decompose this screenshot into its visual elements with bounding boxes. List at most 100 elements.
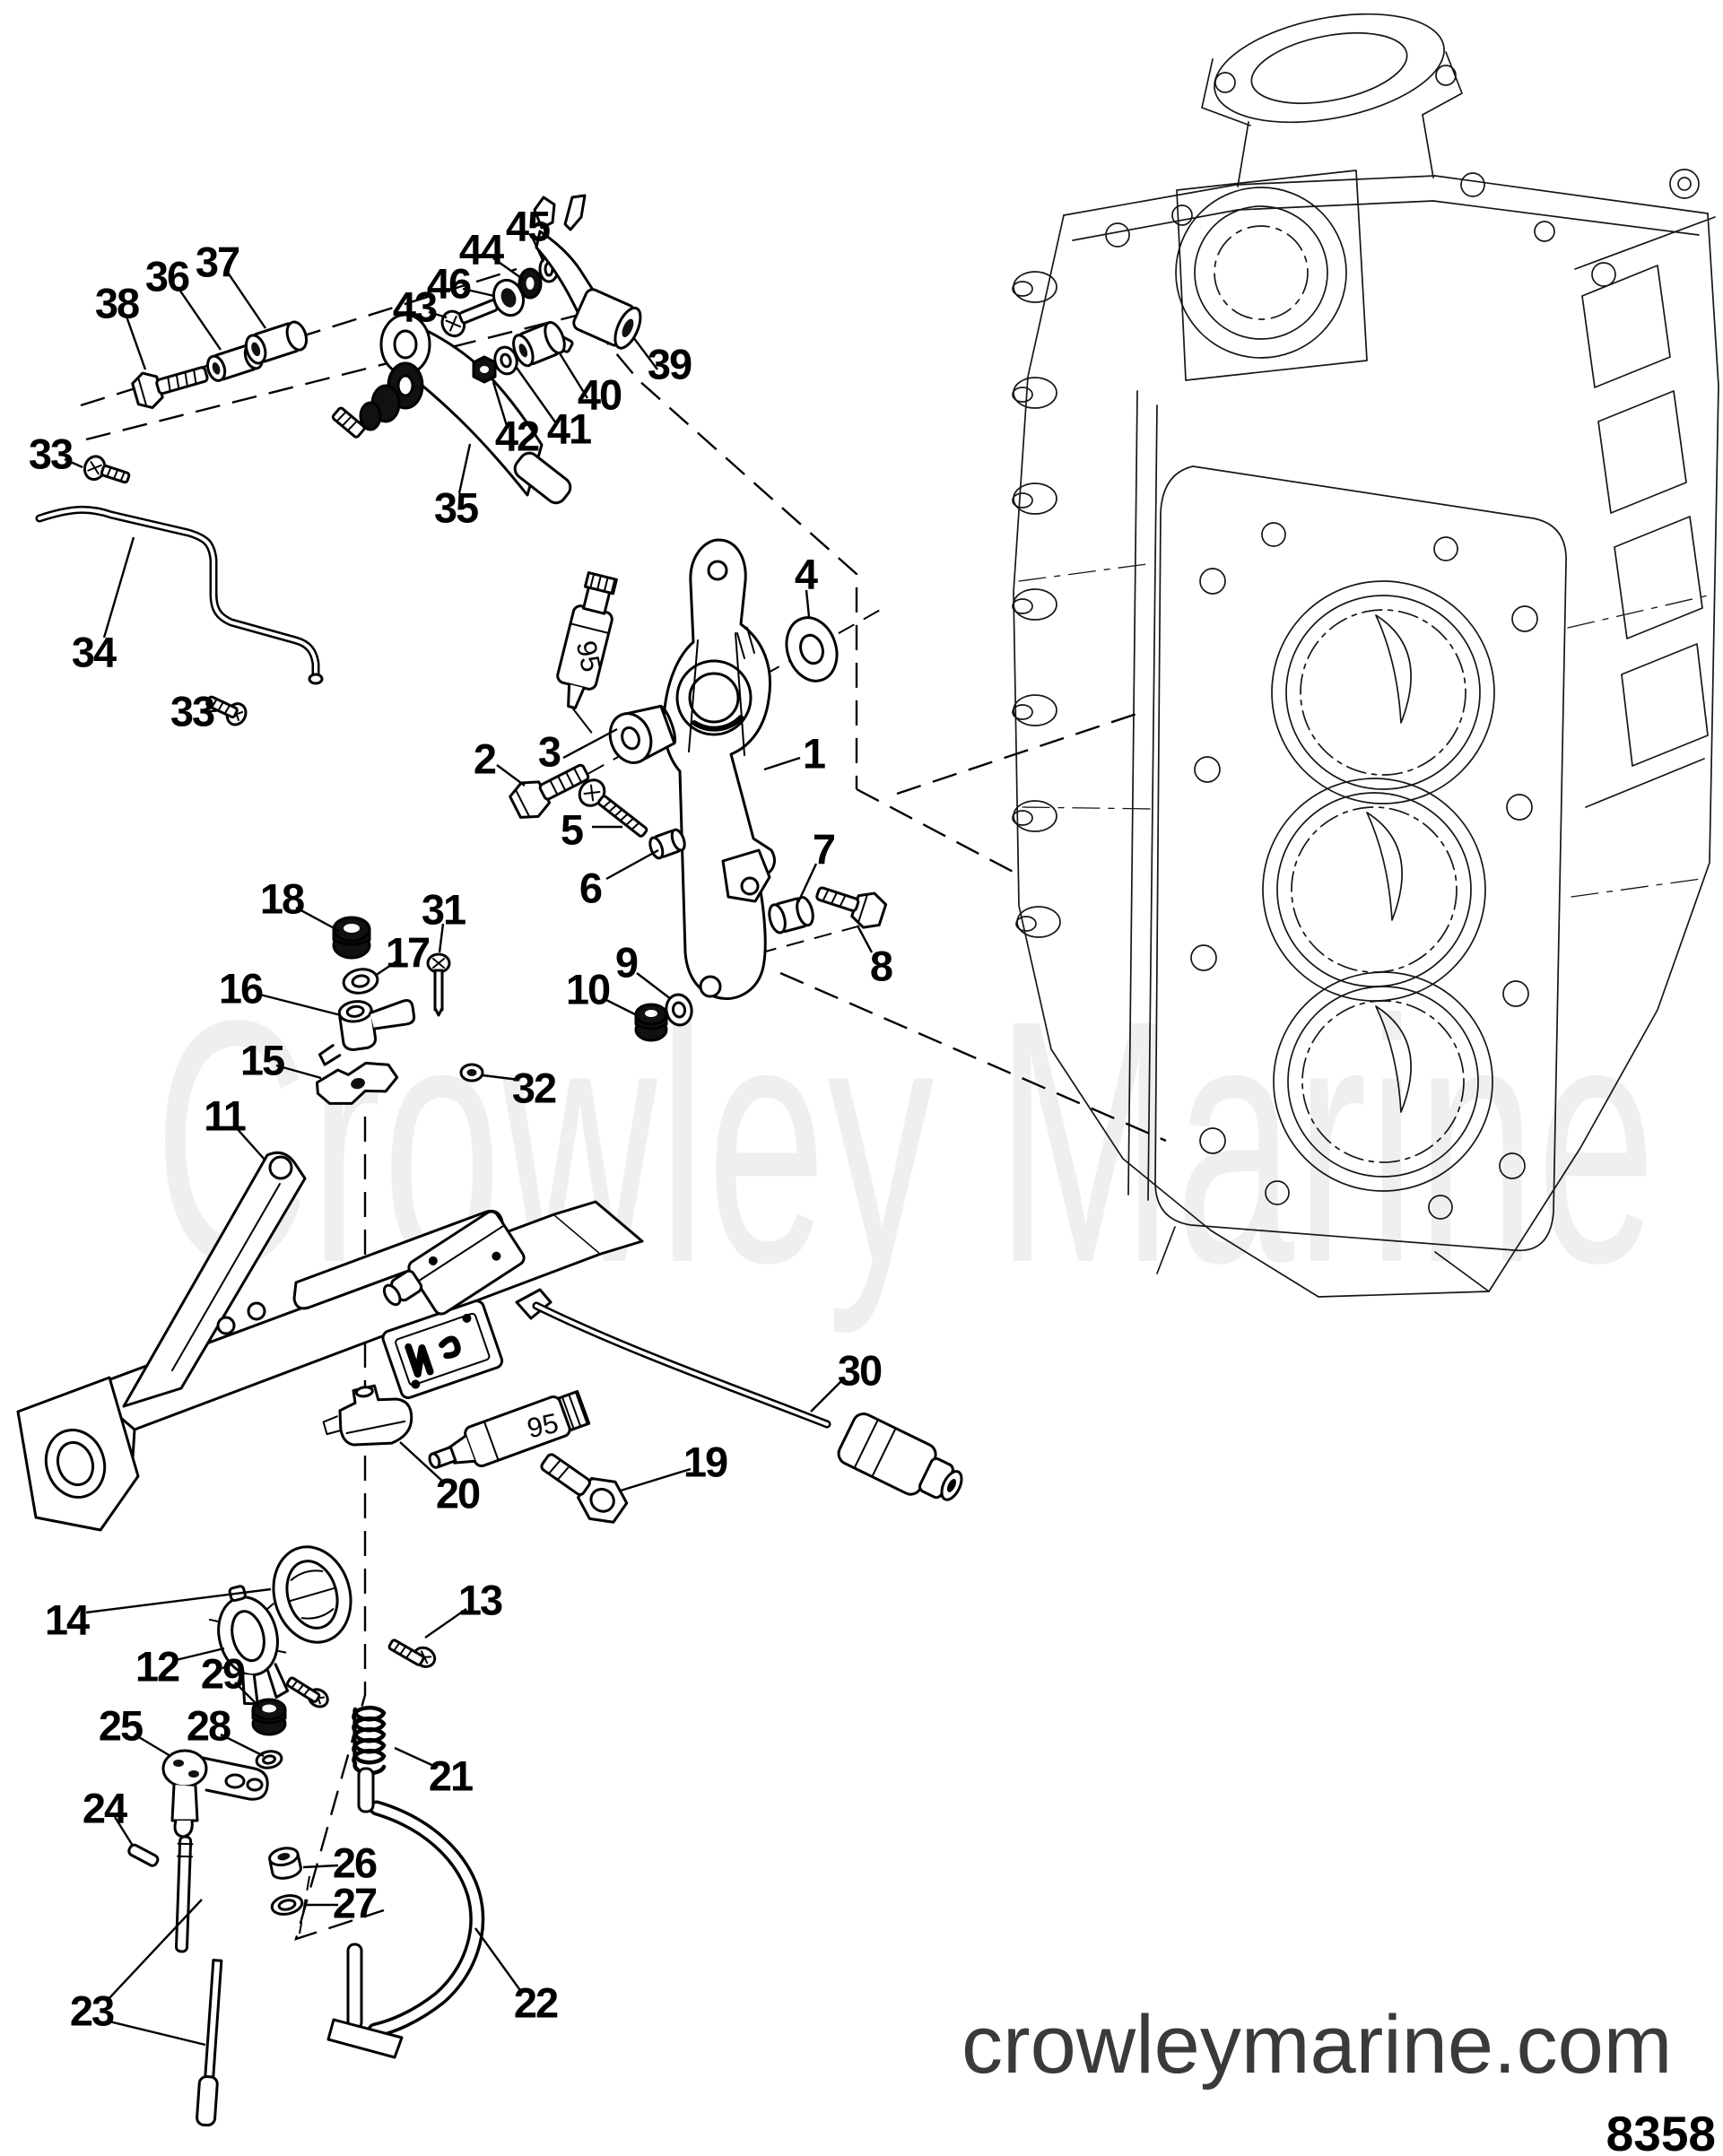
tube-label-a: 95 <box>570 638 607 674</box>
callout-34: 34 <box>72 629 117 676</box>
leader-line-1 <box>763 756 801 771</box>
callout-19: 19 <box>683 1439 727 1486</box>
part-22-shift-link <box>326 1767 485 2059</box>
leader-line-31 <box>438 923 445 953</box>
part-17-washer <box>342 968 379 995</box>
callout-9: 9 <box>615 939 638 987</box>
part-13-screw <box>387 1639 437 1668</box>
callout-14: 14 <box>45 1596 90 1644</box>
leader-line-41 <box>516 367 557 424</box>
callout-40: 40 <box>578 371 622 419</box>
callout-18: 18 <box>260 875 304 923</box>
callout-20: 20 <box>436 1470 480 1517</box>
leader-line-11 <box>234 1126 266 1161</box>
part-7-bushing <box>768 896 814 935</box>
leader-line-14 <box>85 1587 272 1614</box>
leader-line-13 <box>424 1608 467 1639</box>
part-18-locknut <box>332 916 371 960</box>
part-20-cam <box>322 1384 413 1447</box>
sealant-tube-b <box>428 1389 591 1469</box>
part-1-throttle-lever <box>662 538 776 1000</box>
part-10-locknut <box>634 1003 668 1042</box>
callout-43: 43 <box>393 283 437 331</box>
leader-line-3 <box>562 727 618 760</box>
part-33-screw-a <box>83 455 131 484</box>
leader-line-35 <box>457 443 472 494</box>
leader-line-2 <box>496 764 526 787</box>
part-37-spacer <box>244 320 309 365</box>
part-5-screw <box>578 778 648 838</box>
leader-line-20 <box>399 1441 446 1484</box>
callout-38: 38 <box>95 280 139 327</box>
leader-line-4 <box>805 589 811 618</box>
callout-30: 30 <box>838 1347 882 1395</box>
leader-line-7 <box>796 863 818 903</box>
part-28-washer <box>255 1750 283 1769</box>
part-33-screw-b <box>205 695 248 726</box>
callout-12: 12 <box>135 1643 179 1691</box>
part-42-nut <box>472 355 497 384</box>
callout-41: 41 <box>547 405 591 453</box>
callout-42: 42 <box>495 413 539 460</box>
callout-17: 17 <box>386 929 430 977</box>
callout-27: 27 <box>333 1880 377 1927</box>
part-30-switch-cable <box>382 1210 963 1501</box>
leader-line-17 <box>374 961 397 977</box>
part-35-cam-lever <box>331 313 572 505</box>
callout-7: 7 <box>813 826 835 874</box>
leader-line-23 <box>107 1899 203 2001</box>
callout-5: 5 <box>561 806 583 854</box>
part-3-spacer <box>608 704 677 764</box>
leader-line-45 <box>531 238 545 263</box>
leader-line-43 <box>428 310 448 319</box>
leader-line-29 <box>234 1682 263 1710</box>
part-26-nut <box>268 1847 302 1880</box>
callout-31: 31 <box>422 886 466 934</box>
part-19-bolt <box>540 1453 629 1524</box>
callout-10: 10 <box>566 966 610 1013</box>
part-44-oring <box>518 267 543 300</box>
leader-line-39 <box>632 336 658 370</box>
part-16-cam-follower <box>318 998 416 1066</box>
part-34-link-rod <box>35 505 324 685</box>
callout-29: 29 <box>201 1650 245 1698</box>
leader-line-30 <box>810 1377 846 1413</box>
leader-line-38 <box>124 313 147 370</box>
part-40-roller <box>512 320 566 368</box>
leader-line-19 <box>620 1467 692 1492</box>
callout-23: 23 <box>70 1987 114 2035</box>
leader-line-24 <box>113 1816 135 1847</box>
callout-3: 3 <box>538 728 561 776</box>
callout-6: 6 <box>579 865 602 912</box>
part-23-link-rod-lower <box>196 1959 223 2127</box>
callout-16: 16 <box>219 965 263 1013</box>
callout-8: 8 <box>870 943 892 990</box>
leader-line-37 <box>227 272 266 329</box>
leader-line-26 <box>302 1864 339 1869</box>
part-24-pin <box>127 1843 160 1867</box>
leader-line-25 <box>134 1733 171 1758</box>
callout-37: 37 <box>196 239 239 286</box>
callout-25: 25 <box>99 1702 143 1750</box>
part-15-plate <box>315 1061 399 1105</box>
part-9-washer <box>665 993 693 1027</box>
callout-24: 24 <box>83 1785 127 1832</box>
part-12-retainer <box>208 1585 290 1706</box>
callout-36: 36 <box>145 253 189 300</box>
figure-number: 8358 <box>1606 2106 1716 2156</box>
leader-line-33 <box>64 457 83 469</box>
leader-line-22 <box>474 1927 523 1994</box>
leader-line-42 <box>492 381 509 430</box>
leader-line-32 <box>482 1074 520 1082</box>
leader-line-8 <box>856 925 874 953</box>
part-4-washer <box>785 616 839 682</box>
leader-line-34 <box>102 536 135 639</box>
tube-label-b: 95 <box>525 1407 561 1444</box>
leader-line-12 <box>171 1647 225 1663</box>
callout-46: 46 <box>427 260 471 308</box>
leader-line-15 <box>275 1064 322 1080</box>
callout-32: 32 <box>512 1065 556 1112</box>
engine-block <box>1012 13 1719 1298</box>
